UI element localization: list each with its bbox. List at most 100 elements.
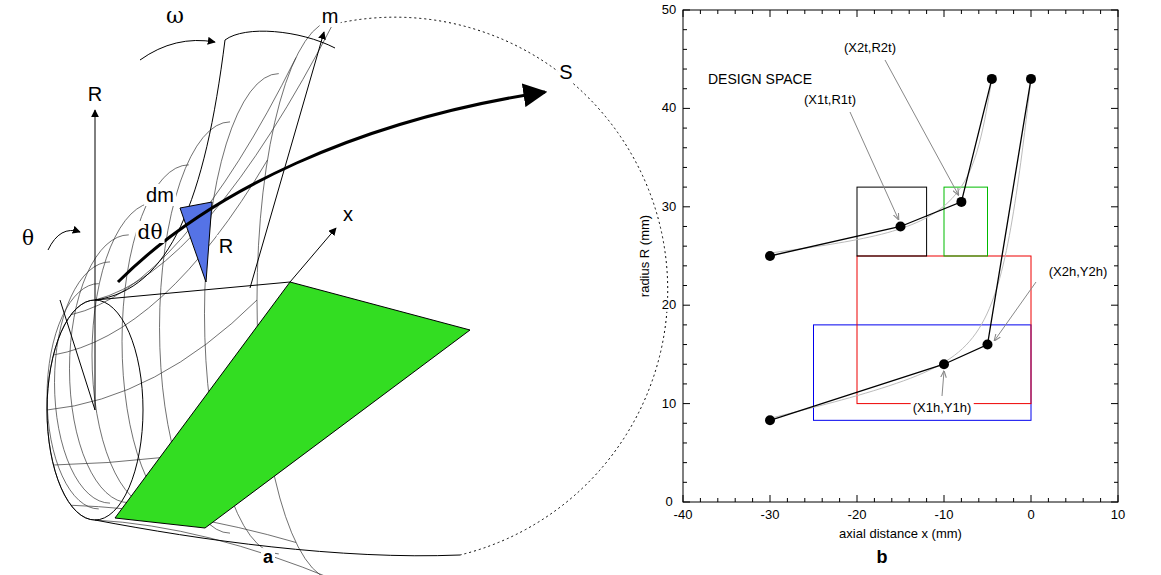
tick <box>1114 49 1118 50</box>
tick <box>1114 462 1118 463</box>
mesh-line <box>95 520 335 575</box>
tick <box>1114 265 1118 266</box>
tick <box>996 498 997 502</box>
axis-label: S <box>557 61 574 83</box>
leader-line <box>885 60 958 195</box>
tick <box>683 265 687 266</box>
tick <box>735 10 736 14</box>
tick <box>683 324 687 325</box>
tick <box>1031 495 1032 502</box>
tick <box>1065 10 1066 14</box>
control-point <box>896 221 906 231</box>
tick <box>1114 344 1118 345</box>
omega-arrow <box>140 40 215 60</box>
tick <box>752 498 753 502</box>
tick <box>683 442 687 443</box>
tick <box>683 246 687 247</box>
mesh-line <box>47 300 95 520</box>
callout-label: (X1t,R1t) <box>802 93 858 107</box>
tick <box>683 423 687 424</box>
hub-edge <box>95 520 460 556</box>
tick <box>822 498 823 502</box>
tick <box>683 167 687 168</box>
tick <box>1013 498 1014 502</box>
tick <box>909 498 910 502</box>
tick <box>700 498 701 502</box>
angle-label: θ <box>20 227 36 249</box>
design-space-chart <box>683 10 1118 502</box>
tick <box>857 495 858 502</box>
tick <box>804 498 805 502</box>
tick <box>1114 128 1118 129</box>
tick-label: 30 <box>660 200 678 214</box>
axis-title: axial distance x (mm) <box>837 527 964 541</box>
tick <box>752 10 753 14</box>
tick <box>1114 324 1118 325</box>
meridian-line <box>95 282 290 300</box>
tick <box>787 498 788 502</box>
impeller-sketch <box>47 17 668 575</box>
tick <box>944 495 945 502</box>
tick <box>1048 10 1049 14</box>
leader-line <box>850 112 899 219</box>
tick <box>1111 10 1118 11</box>
tick <box>1111 206 1118 207</box>
dashed-rim <box>330 17 668 555</box>
tick-label: -20 <box>846 508 869 522</box>
tick-label: -10 <box>933 508 956 522</box>
tick <box>1100 10 1101 14</box>
control-point <box>1026 74 1036 84</box>
tick <box>1118 10 1119 17</box>
tick <box>822 10 823 14</box>
callout-label: (X1h,Y1h) <box>911 401 974 415</box>
mesh-line <box>71 58 296 315</box>
tick <box>1100 498 1101 502</box>
tick <box>1114 29 1118 30</box>
tick <box>683 495 684 502</box>
panel-letter: a <box>261 548 275 568</box>
control-point <box>956 197 966 207</box>
tick <box>1031 10 1032 17</box>
tick <box>1114 167 1118 168</box>
tick <box>909 10 910 14</box>
tick <box>1083 498 1084 502</box>
tick <box>978 10 979 14</box>
tick <box>770 10 771 17</box>
tick-label: -40 <box>672 508 695 522</box>
tick <box>926 10 927 14</box>
axis-label: x <box>341 203 355 225</box>
rotation-symbol: ω <box>164 4 186 28</box>
tick <box>1114 383 1118 384</box>
tick-label: 20 <box>660 298 678 312</box>
bound-box <box>857 187 927 256</box>
leader-line <box>942 371 944 396</box>
bound-box <box>944 187 988 256</box>
tick <box>804 10 805 14</box>
leader-line <box>995 282 1037 341</box>
tick <box>1114 442 1118 443</box>
plot-frame <box>683 10 1118 502</box>
callout-label: (X2h,Y2h) <box>1047 265 1110 279</box>
tick <box>1114 246 1118 247</box>
tick <box>874 10 875 14</box>
control-point <box>939 359 949 369</box>
tick <box>683 206 690 207</box>
grey-curve <box>770 79 1031 418</box>
chart-title: DESIGN SPACE <box>706 72 814 87</box>
theta-ray <box>60 300 95 410</box>
tick <box>1114 187 1118 188</box>
axis-label: R <box>86 83 104 105</box>
control-point <box>765 415 775 425</box>
tick <box>1065 498 1066 502</box>
element-label: R <box>217 235 235 257</box>
tick <box>683 108 690 109</box>
tick <box>1114 88 1118 89</box>
tick <box>683 305 690 306</box>
x-axis <box>290 228 336 282</box>
tick <box>857 10 858 17</box>
tick <box>1114 69 1118 70</box>
tick <box>996 10 997 14</box>
tick <box>683 226 687 227</box>
tick-label: 50 <box>660 3 678 17</box>
tick <box>683 187 687 188</box>
